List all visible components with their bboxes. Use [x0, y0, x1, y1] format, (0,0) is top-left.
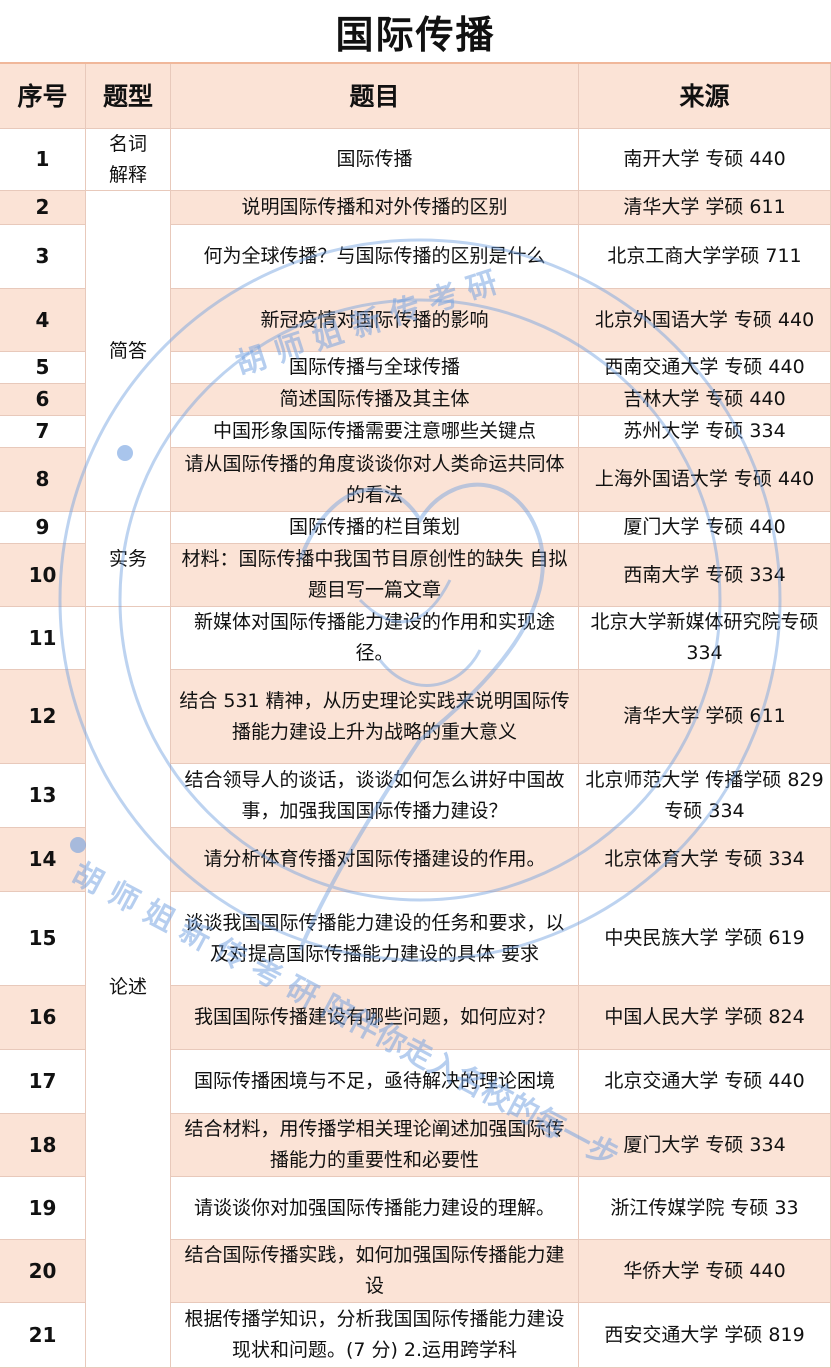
row-number: 2: [0, 191, 86, 225]
column-header: 来源: [579, 64, 831, 129]
source-cell: 清华大学 学硕 611: [579, 191, 831, 225]
source-cell: 西南大学 专硕 334: [579, 544, 831, 607]
row-number: 15: [0, 892, 86, 986]
question-cell: 国际传播与全球传播: [171, 352, 579, 384]
source-cell: 厦门大学 专硕 334: [579, 1114, 831, 1177]
row-number: 19: [0, 1177, 86, 1240]
row-number: 17: [0, 1050, 86, 1114]
source-cell: 厦门大学 专硕 440: [579, 512, 831, 544]
source-cell: 北京外国语大学 专硕 440: [579, 289, 831, 352]
question-cell: 新媒体对国际传播能力建设的作用和实现途径。: [171, 607, 579, 670]
row-number: 18: [0, 1114, 86, 1177]
question-cell: 谈谈我国国际传播能力建设的任务和要求，以及对提高国际传播能力建设的具体 要求: [171, 892, 579, 986]
row-number: 21: [0, 1303, 86, 1368]
column-header: 题型: [86, 64, 171, 129]
row-number: 1: [0, 129, 86, 191]
question-cell: 国际传播: [171, 129, 579, 191]
question-type-cell: 实务: [86, 512, 171, 607]
row-number: 16: [0, 986, 86, 1050]
row-number: 12: [0, 670, 86, 764]
question-type-cell: 论述: [86, 607, 171, 1368]
row-number: 4: [0, 289, 86, 352]
question-type-cell: 简答: [86, 191, 171, 512]
source-cell: 中央民族大学 学硕 619: [579, 892, 831, 986]
row-number: 9: [0, 512, 86, 544]
row-number: 13: [0, 764, 86, 828]
question-cell: 材料：国际传播中我国节目原创性的缺失 自拟题目写一篇文章: [171, 544, 579, 607]
source-cell: 北京工商大学学硕 711: [579, 225, 831, 289]
question-cell: 国际传播困境与不足，亟待解决的理论困境: [171, 1050, 579, 1114]
question-cell: 请谈谈你对加强国际传播能力建设的理解。: [171, 1177, 579, 1240]
source-cell: 西南交通大学 专硕 440: [579, 352, 831, 384]
question-cell: 结合国际传播实践，如何加强国际传播能力建设: [171, 1240, 579, 1303]
question-cell: 说明国际传播和对外传播的区别: [171, 191, 579, 225]
source-cell: 南开大学 专硕 440: [579, 129, 831, 191]
question-cell: 我国国际传播建设有哪些问题，如何应对？: [171, 986, 579, 1050]
source-cell: 北京师范大学 传播学硕 829 专硕 334: [579, 764, 831, 828]
question-cell: 何为全球传播？与国际传播的区别是什么: [171, 225, 579, 289]
row-number: 14: [0, 828, 86, 892]
question-cell: 新冠疫情对国际传播的影响: [171, 289, 579, 352]
question-type-cell: 名词解释: [86, 129, 171, 191]
source-cell: 北京体育大学 专硕 334: [579, 828, 831, 892]
page-title: 国际传播: [0, 0, 831, 64]
question-cell: 简述国际传播及其主体: [171, 384, 579, 416]
question-cell: 根据传播学知识，分析我国国际传播能力建设现状和问题。(7 分) 2.运用跨学科: [171, 1303, 579, 1368]
column-header: 序号: [0, 64, 86, 129]
source-cell: 西安交通大学 学硕 819: [579, 1303, 831, 1368]
source-cell: 苏州大学 专硕 334: [579, 416, 831, 448]
row-number: 11: [0, 607, 86, 670]
question-cell: 结合 531 精神，从历史理论实践来说明国际传播能力建设上升为战略的重大意义: [171, 670, 579, 764]
source-cell: 浙江传媒学院 专硕 33: [579, 1177, 831, 1240]
question-cell: 请分析体育传播对国际传播建设的作用。: [171, 828, 579, 892]
row-number: 6: [0, 384, 86, 416]
row-number: 7: [0, 416, 86, 448]
source-cell: 北京交通大学 专硕 440: [579, 1050, 831, 1114]
row-number: 5: [0, 352, 86, 384]
question-cell: 国际传播的栏目策划: [171, 512, 579, 544]
row-number: 3: [0, 225, 86, 289]
question-cell: 结合领导人的谈话，谈谈如何怎么讲好中国故事，加强我国国际传播力建设？: [171, 764, 579, 828]
source-cell: 中国人民大学 学硕 824: [579, 986, 831, 1050]
row-number: 20: [0, 1240, 86, 1303]
row-number: 8: [0, 448, 86, 512]
source-cell: 华侨大学 专硕 440: [579, 1240, 831, 1303]
question-cell: 中国形象国际传播需要注意哪些关键点: [171, 416, 579, 448]
row-number: 10: [0, 544, 86, 607]
column-header: 题目: [171, 64, 579, 129]
source-cell: 上海外国语大学 专硕 440: [579, 448, 831, 512]
question-cell: 请从国际传播的角度谈谈你对人类命运共同体的看法: [171, 448, 579, 512]
source-cell: 北京大学新媒体研究院专硕 334: [579, 607, 831, 670]
question-cell: 结合材料，用传播学相关理论阐述加强国际传播能力的重要性和必要性: [171, 1114, 579, 1177]
source-cell: 吉林大学 专硕 440: [579, 384, 831, 416]
source-cell: 清华大学 学硕 611: [579, 670, 831, 764]
